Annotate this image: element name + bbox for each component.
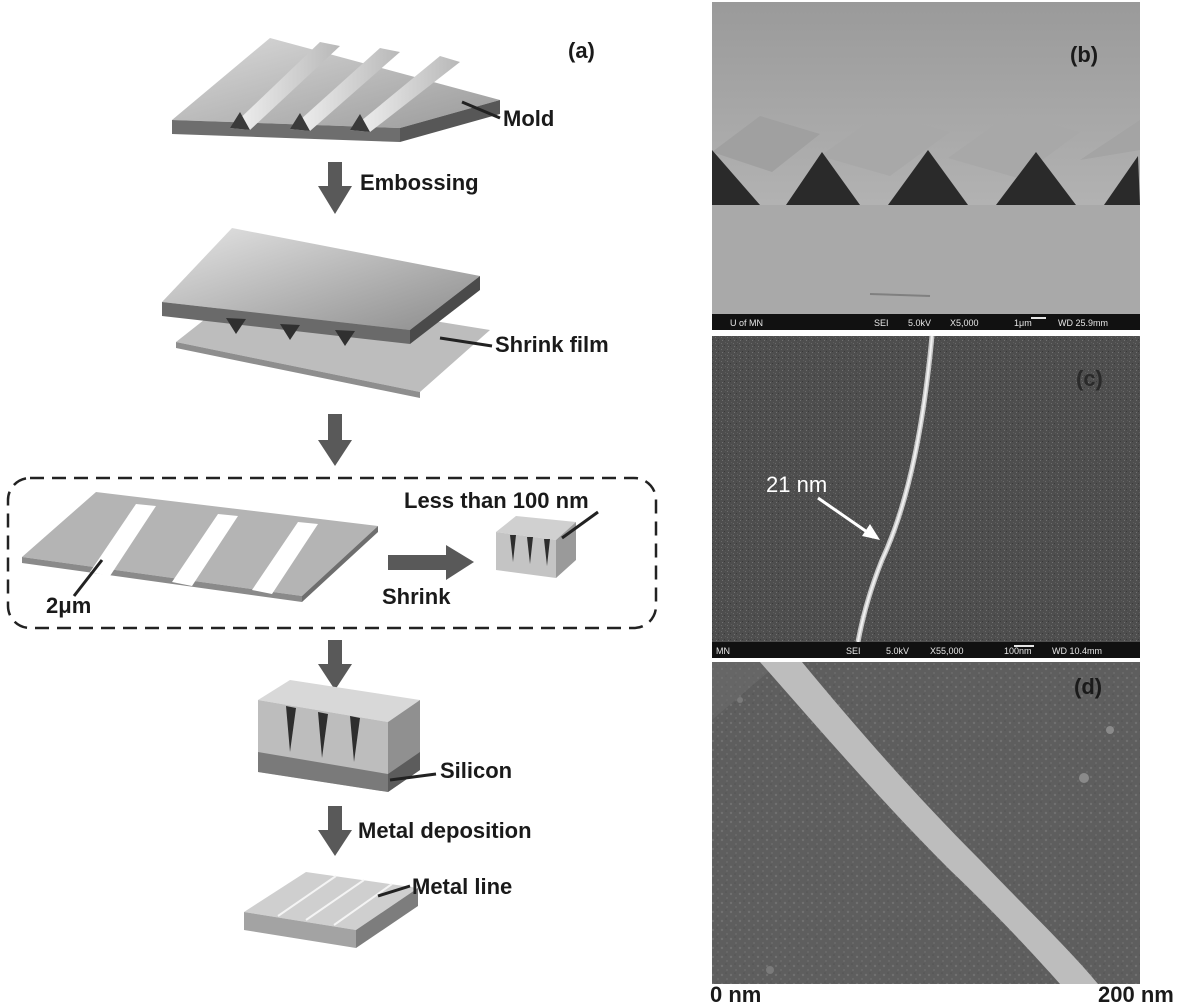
- shrink-film-illustration: [162, 228, 493, 398]
- panel-c-info-5: 100nm: [1004, 646, 1032, 656]
- mold-illustration: [172, 38, 501, 142]
- arrow-down-icon: [318, 414, 352, 466]
- patterned-film-illustration: [22, 492, 378, 602]
- panel-c-info-2: SEI: [846, 646, 861, 656]
- panel-c-info-1: MN: [716, 646, 730, 656]
- embossing-label: Embossing: [360, 170, 479, 195]
- silicon-label: Silicon: [440, 758, 512, 783]
- panel-d-scale-start: 0 nm: [710, 982, 761, 1007]
- silicon-illustration: [258, 680, 437, 792]
- less-than-100nm-label: Less than 100 nm: [404, 488, 589, 513]
- shrunk-film-illustration: [496, 510, 599, 578]
- annotation-arrowhead-icon: [862, 524, 880, 540]
- panel-c-info-3: 5.0kV: [886, 646, 909, 656]
- panel-c-info-6: WD 10.4mm: [1052, 646, 1102, 656]
- shrink-step-box: [6, 476, 658, 630]
- panel-c-sem-image: [712, 335, 1140, 658]
- panel-a: (a) Mold Embossing: [6, 38, 658, 948]
- panel-b-info-4: X5,000: [950, 318, 979, 328]
- panel-b-info-1: U of MN: [730, 318, 763, 328]
- shrink-film-label: Shrink film: [495, 332, 609, 357]
- arrow-down-icon: [318, 162, 352, 214]
- panel-d-label: (d): [1074, 674, 1102, 699]
- metal-line-label: Metal line: [412, 874, 512, 899]
- width-2um-label: 2μm: [46, 593, 91, 618]
- panel-b-info-6: WD 25.9mm: [1058, 318, 1108, 328]
- panel-b-info-2: SEI: [874, 318, 889, 328]
- mold-label: Mold: [503, 106, 554, 131]
- arrow-down-icon: [318, 806, 352, 856]
- panel-b-info-5: 1μm: [1014, 318, 1032, 328]
- metal-deposition-label: Metal deposition: [358, 818, 532, 843]
- metal-line-illustration: [244, 872, 418, 948]
- panel-b-info-3: 5.0kV: [908, 318, 931, 328]
- annotation-arrow-icon: [817, 496, 871, 536]
- arrow-down-icon: [318, 640, 352, 690]
- panel-b-sem-image: [712, 2, 1140, 330]
- panel-d-afm-image: [712, 662, 1140, 984]
- panel-c-info-4: X55,000: [930, 646, 964, 656]
- panel-a-label: (a): [568, 38, 595, 63]
- panel-c-annotation: 21 nm: [766, 472, 827, 497]
- arrow-right-icon: [388, 545, 474, 580]
- panel-d-scale-end: 200 nm: [1098, 982, 1174, 1007]
- shrink-label: Shrink: [382, 584, 451, 609]
- panel-c-label: (c): [1076, 366, 1103, 391]
- panel-b-label: (b): [1070, 42, 1098, 67]
